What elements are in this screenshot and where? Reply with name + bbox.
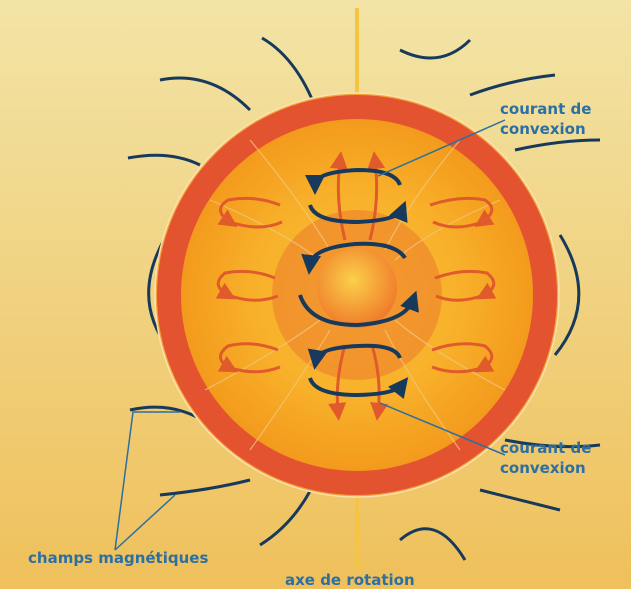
bottom-convection-label-line2: convexion xyxy=(500,459,586,477)
top-convection-label-line2: convexion xyxy=(500,120,586,138)
inner-core xyxy=(317,248,397,328)
top-convection-label-line1: courant de xyxy=(500,100,591,118)
bottom-convection-label-line1: courant de xyxy=(500,439,591,457)
magnetic-fields-label: champs magnétiques xyxy=(28,549,208,567)
rotation-axis-label: axe de rotation xyxy=(285,571,415,589)
